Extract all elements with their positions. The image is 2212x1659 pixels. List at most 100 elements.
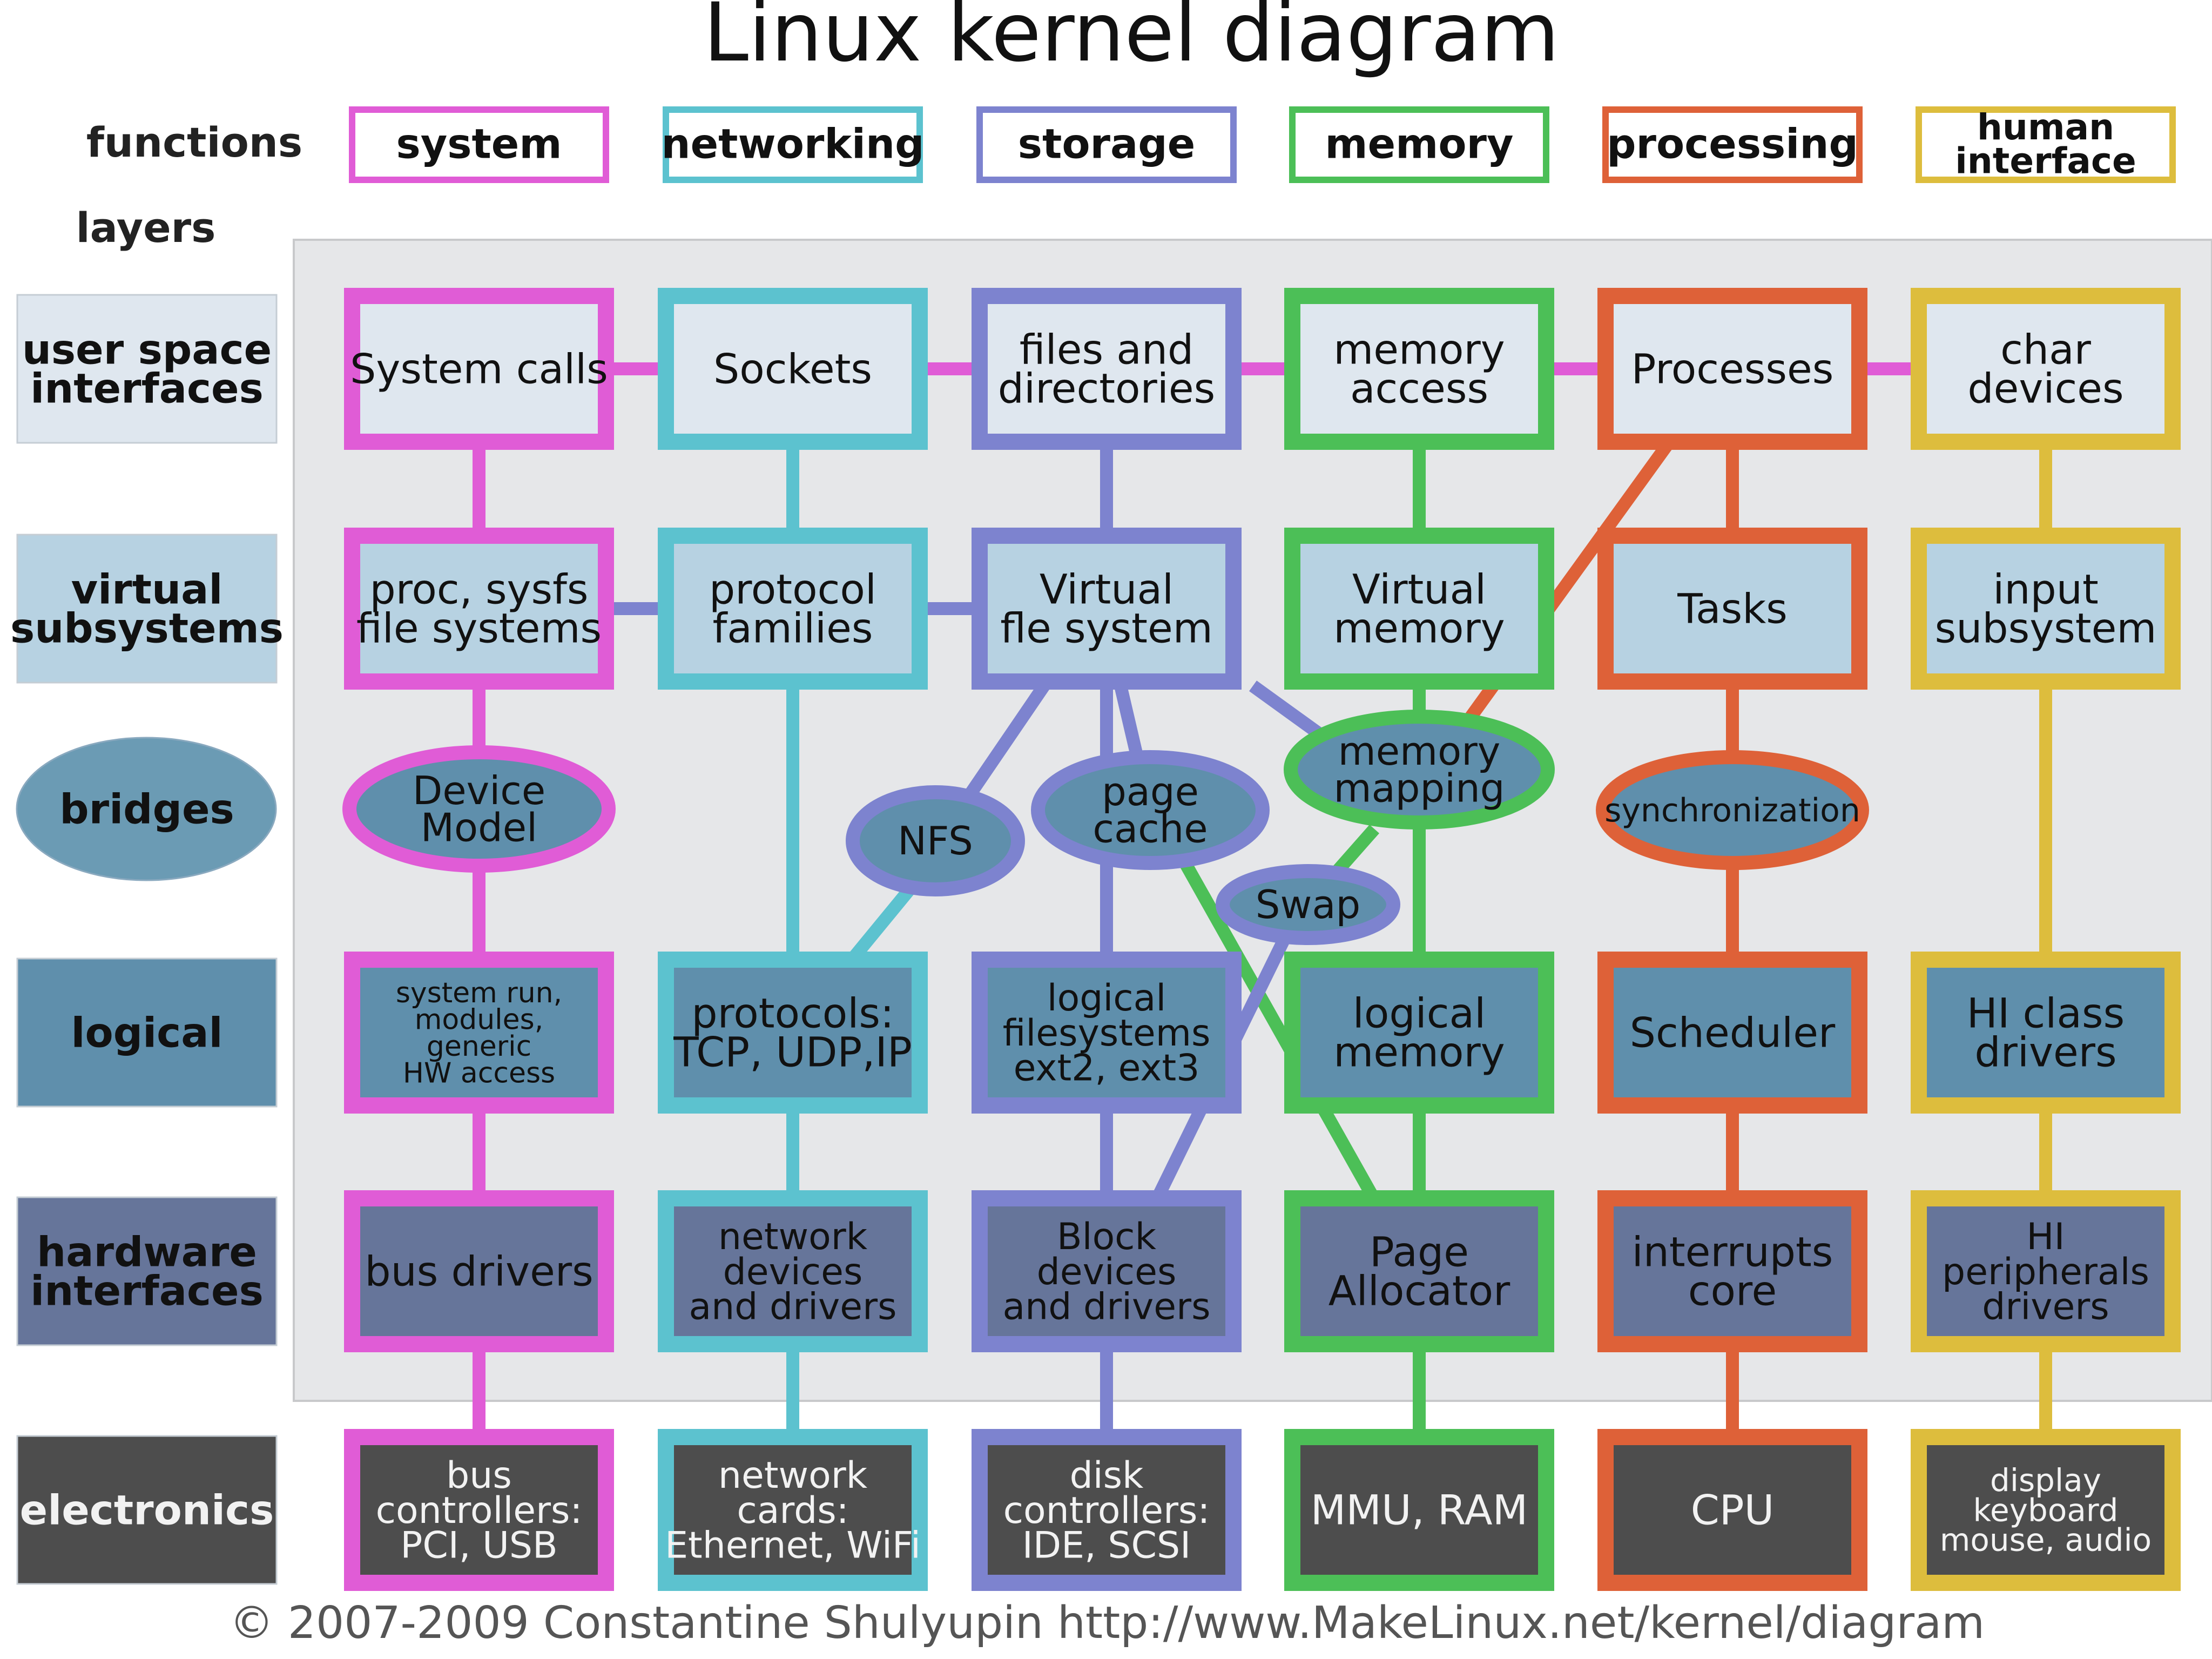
- node-sockets: [658, 288, 928, 450]
- layer-logical-label: logical: [71, 1009, 222, 1057]
- layer-hw-shape: [16, 1196, 278, 1346]
- node-tasks: [1597, 528, 1867, 690]
- node-scheduler: [1597, 952, 1867, 1114]
- node-input-subsystem: [1911, 528, 2181, 690]
- layers-header: layers: [76, 204, 216, 252]
- node-processes-label: Processes: [1631, 345, 1834, 393]
- layer-bridge-shape: [16, 737, 277, 881]
- layer-elec-shape: [16, 1435, 278, 1585]
- node-logical-fs: [972, 952, 1242, 1114]
- node-protocols-label: protocols:TCP, UDP,IP: [673, 989, 912, 1076]
- node-tasks-label: Tasks: [1677, 585, 1788, 633]
- function-system-box: [349, 106, 609, 183]
- node-page-cache: [1031, 750, 1270, 870]
- node-sockets-label: Sockets: [713, 345, 872, 393]
- diagram-title: Linux kernel diagram: [703, 0, 1559, 80]
- functions-header: functions: [86, 118, 302, 166]
- node-swap-label: Swap: [1256, 882, 1360, 927]
- function-processing-label: processing: [1607, 120, 1858, 168]
- node-nfs: [846, 785, 1025, 896]
- node-scheduler-label: Scheduler: [1630, 1009, 1836, 1057]
- function-networking-box: [663, 106, 923, 183]
- node-hi-class: [1911, 952, 2181, 1114]
- copyright-footer: © 2007-2009 Constantine Shulyupin http:/…: [230, 1597, 1985, 1649]
- node-virtual-memory: [1284, 528, 1554, 690]
- function-storage-box: [976, 106, 1237, 183]
- node-system-calls-label: System calls: [350, 345, 608, 393]
- node-mmu-ram: [1284, 1429, 1554, 1591]
- node-protocols: [658, 952, 928, 1114]
- node-net-devices: [658, 1190, 928, 1352]
- node-device-model: [342, 745, 616, 873]
- node-mmu-ram-label: MMU, RAM: [1311, 1486, 1528, 1534]
- node-vfs: [972, 528, 1242, 690]
- layer-user-shape: [16, 294, 278, 444]
- node-memory-mapping: [1284, 710, 1555, 830]
- layer-logical-shape: [16, 957, 278, 1108]
- node-cpu: [1597, 1429, 1867, 1591]
- node-processes: [1597, 288, 1867, 450]
- node-proc-sysfs: [344, 528, 614, 690]
- node-page-allocator: [1284, 1190, 1554, 1352]
- function-human-box: [1916, 106, 2176, 183]
- edge-nfs-to-protocols: [845, 881, 918, 966]
- node-network-cards: [658, 1429, 928, 1591]
- node-bus-drivers: [344, 1190, 614, 1352]
- node-system-run: [344, 952, 614, 1114]
- function-storage-label: storage: [1018, 120, 1196, 168]
- node-char-devices: [1911, 288, 2181, 450]
- node-cpu-label: CPU: [1691, 1486, 1775, 1534]
- function-system-label: system: [396, 120, 562, 168]
- layer-virtual-shape: [16, 534, 278, 684]
- layer-elec-label: electronics: [20, 1486, 274, 1534]
- node-logical-memory: [1284, 952, 1554, 1114]
- node-swap: [1216, 864, 1400, 945]
- node-bus-controllers: [344, 1429, 614, 1591]
- function-memory-box: [1289, 106, 1549, 183]
- node-disk-controllers: [972, 1429, 1242, 1591]
- edge-page-cache-to-page-allocator: [1177, 855, 1383, 1208]
- node-synchronization: [1596, 750, 1869, 870]
- node-files-dirs: [972, 288, 1242, 450]
- node-synchronization-label: synchronization: [1604, 792, 1860, 830]
- node-block-devices: [972, 1190, 1242, 1352]
- function-networking-label: networking: [662, 120, 925, 168]
- node-protocol-families: [658, 528, 928, 690]
- function-memory-label: memory: [1325, 120, 1513, 168]
- node-memory-access: [1284, 288, 1554, 450]
- node-nfs-label: NFS: [898, 818, 973, 864]
- function-processing-box: [1602, 106, 1863, 183]
- node-hi-peripherals: [1911, 1190, 2181, 1352]
- layer-bridge-label: bridges: [59, 785, 234, 833]
- edge-vfs-to-nfs: [961, 677, 1053, 803]
- node-bus-drivers-label: bus drivers: [365, 1247, 593, 1296]
- function-legend: system networking storage memory processing h…: [349, 106, 2176, 183]
